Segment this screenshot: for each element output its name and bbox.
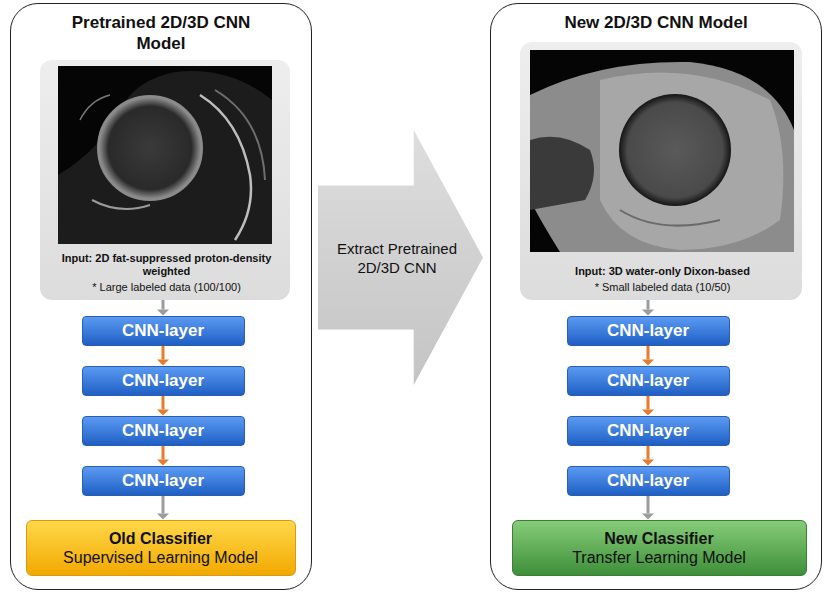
text-group: New 2D/3D CNN Model <box>491 12 821 33</box>
text-group: Pretrained 2D/3D CNN Model <box>11 12 311 54</box>
node-label: CNN-layer <box>607 371 689 391</box>
text-group: CNN-layer <box>83 467 244 495</box>
arrow-shaft <box>647 346 650 360</box>
cnn-layer-box: CNN-layer <box>567 366 730 396</box>
cnn-layer-box: CNN-layer <box>82 366 245 396</box>
node-label: Transfer Learning Model <box>572 548 746 567</box>
node-label: CNN-layer <box>607 321 689 341</box>
text-group: CNN-layer <box>568 467 729 495</box>
arrow-head <box>642 514 654 520</box>
arrow-head <box>157 410 169 416</box>
mri-2d-pd-image <box>58 66 272 244</box>
classifier-box: Old ClassifierSupervised Learning Model <box>26 520 296 576</box>
cnn-layer-box: CNN-layer <box>567 466 730 496</box>
transfer-arrow: Extract Pretrained 2D/3D CNN <box>318 130 483 385</box>
flow-arrow <box>157 396 169 416</box>
node-label: CNN-layer <box>607 471 689 491</box>
flow-arrow <box>642 396 654 416</box>
node-label: CNN-layer <box>122 421 204 441</box>
text-group: CNN-layer <box>83 317 244 345</box>
text-group: New ClassifierTransfer Learning Model <box>513 521 806 575</box>
cnn-layer-box: CNN-layer <box>82 416 245 446</box>
text-group: Extract Pretrained 2D/3D CNN <box>318 130 476 385</box>
text-group: CNN-layer <box>83 417 244 445</box>
text-group: CNN-layer <box>568 317 729 345</box>
text-group: CNN-layer <box>568 417 729 445</box>
node-label: CNN-layer <box>607 421 689 441</box>
arrow-shaft <box>162 300 165 310</box>
classifier-box: New ClassifierTransfer Learning Model <box>512 520 807 576</box>
flow-arrow <box>157 496 169 520</box>
flow-arrow <box>157 446 169 466</box>
arrow-head <box>642 310 654 316</box>
cnn-layer-box: CNN-layer <box>82 466 245 496</box>
node-label: Old Classifier <box>109 529 212 548</box>
flow-arrow <box>157 346 169 366</box>
arrow-head <box>157 514 169 520</box>
arrow-shaft <box>162 396 165 410</box>
node-label: CNN-layer <box>122 321 204 341</box>
cnn-layer-box: CNN-layer <box>567 316 730 346</box>
flow-arrow <box>642 496 654 520</box>
arrow-outline <box>318 130 483 385</box>
arrow-head <box>642 460 654 466</box>
node-label: * Large labeled data (100/100) <box>52 281 282 294</box>
text-group: CNN-layer <box>568 367 729 395</box>
arrow-head <box>642 410 654 416</box>
node-label: * Small labeled data (10/50) <box>532 281 794 294</box>
flow-arrow <box>642 346 654 366</box>
flow-arrow <box>642 446 654 466</box>
arrow-shaft <box>162 346 165 360</box>
cnn-layer-box: CNN-layer <box>567 416 730 446</box>
arrow-head <box>157 360 169 366</box>
node-label: Input: 3D water-only Dixon-based <box>575 265 750 278</box>
text-group: CNN-layer <box>83 367 244 395</box>
arrow-head <box>642 360 654 366</box>
panel-heading: Pretrained 2D/3D CNN Model <box>54 12 269 54</box>
node-label: CNN-layer <box>122 471 204 491</box>
flow-arrow <box>642 300 654 316</box>
arrow-shaft <box>162 446 165 460</box>
arrow-head <box>157 310 169 316</box>
node-label: Supervised Learning Model <box>63 548 258 567</box>
node-label: CNN-layer <box>122 371 204 391</box>
node-label: Extract Pretrained 2D/3D CNN <box>318 239 476 277</box>
cnn-layer-box: CNN-layer <box>82 316 245 346</box>
arrow-shaft <box>647 300 650 310</box>
arrow-shaft <box>162 496 165 514</box>
text-group: Old ClassifierSupervised Learning Model <box>27 521 295 575</box>
arrow-head <box>157 460 169 466</box>
flow-arrow <box>157 300 169 316</box>
node-label: Input: 2D fat-suppressed proton-density … <box>52 252 282 278</box>
mri-3d-dixon-image <box>530 50 794 252</box>
node-label: New Classifier <box>604 529 713 548</box>
arrow-shape <box>318 130 483 385</box>
arrow-shaft <box>647 446 650 460</box>
arrow-shaft <box>647 396 650 410</box>
panel-heading: New 2D/3D CNN Model <box>496 12 816 33</box>
arrow-shaft <box>647 496 650 514</box>
